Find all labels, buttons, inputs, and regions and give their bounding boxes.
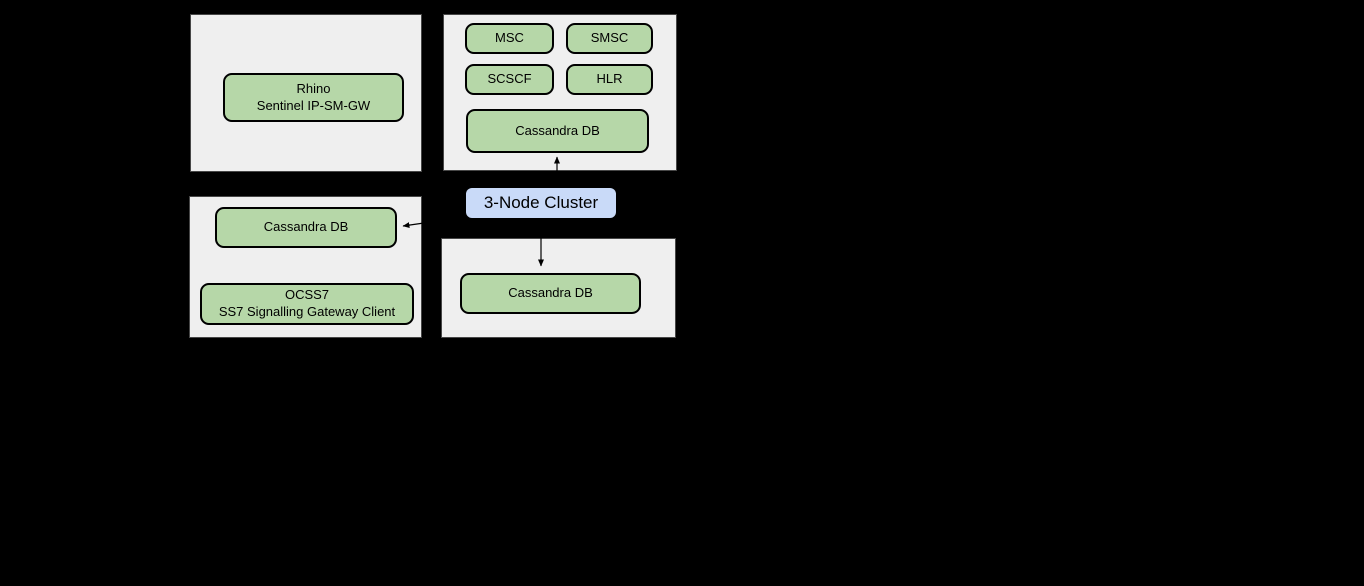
node-scscf: SCSCF bbox=[465, 64, 554, 95]
node-label: Cassandra DB bbox=[508, 285, 593, 301]
node-label-line1: OCSS7 bbox=[284, 287, 330, 303]
group-ocss7: Cassandra DB OCSS7 SS7 Signalling Gatewa… bbox=[189, 196, 422, 338]
node-label-line2: Sentinel IP-SM-GW bbox=[256, 97, 371, 113]
node-cassandra-db-bottom: Cassandra DB bbox=[460, 273, 641, 314]
node-label: Cassandra DB bbox=[263, 219, 349, 235]
node-rhino-sentinel: Rhino Sentinel IP-SM-GW bbox=[223, 73, 404, 122]
node-label: MSC bbox=[495, 30, 524, 46]
node-cassandra-db-top: Cassandra DB bbox=[466, 109, 649, 153]
cluster-label-text: 3-Node Cluster bbox=[483, 193, 599, 212]
group-sentinel-ip-sm-gw: Rhino Sentinel IP-SM-GW bbox=[190, 14, 422, 172]
node-msc: MSC bbox=[465, 23, 554, 54]
node-label: SMSC bbox=[590, 30, 629, 46]
node-label: Cassandra DB bbox=[515, 122, 600, 138]
node-hlr: HLR bbox=[566, 64, 653, 95]
node-smsc: SMSC bbox=[566, 23, 653, 54]
node-cassandra-db-left: Cassandra DB bbox=[215, 207, 397, 248]
group-cassandra-bottom: Cassandra DB bbox=[441, 238, 676, 338]
group-network-elements: MSC SMSC SCSCF HLR Cassandra DB bbox=[443, 14, 677, 171]
cluster-label: 3-Node Cluster bbox=[466, 188, 616, 218]
node-ocss7-gateway-client: OCSS7 SS7 Signalling Gateway Client bbox=[200, 283, 414, 325]
node-label-line1: Rhino bbox=[296, 80, 331, 96]
node-label-line2: SS7 Signalling Gateway Client bbox=[218, 304, 396, 319]
node-label: SCSCF bbox=[487, 71, 532, 87]
node-label: HLR bbox=[596, 71, 623, 87]
